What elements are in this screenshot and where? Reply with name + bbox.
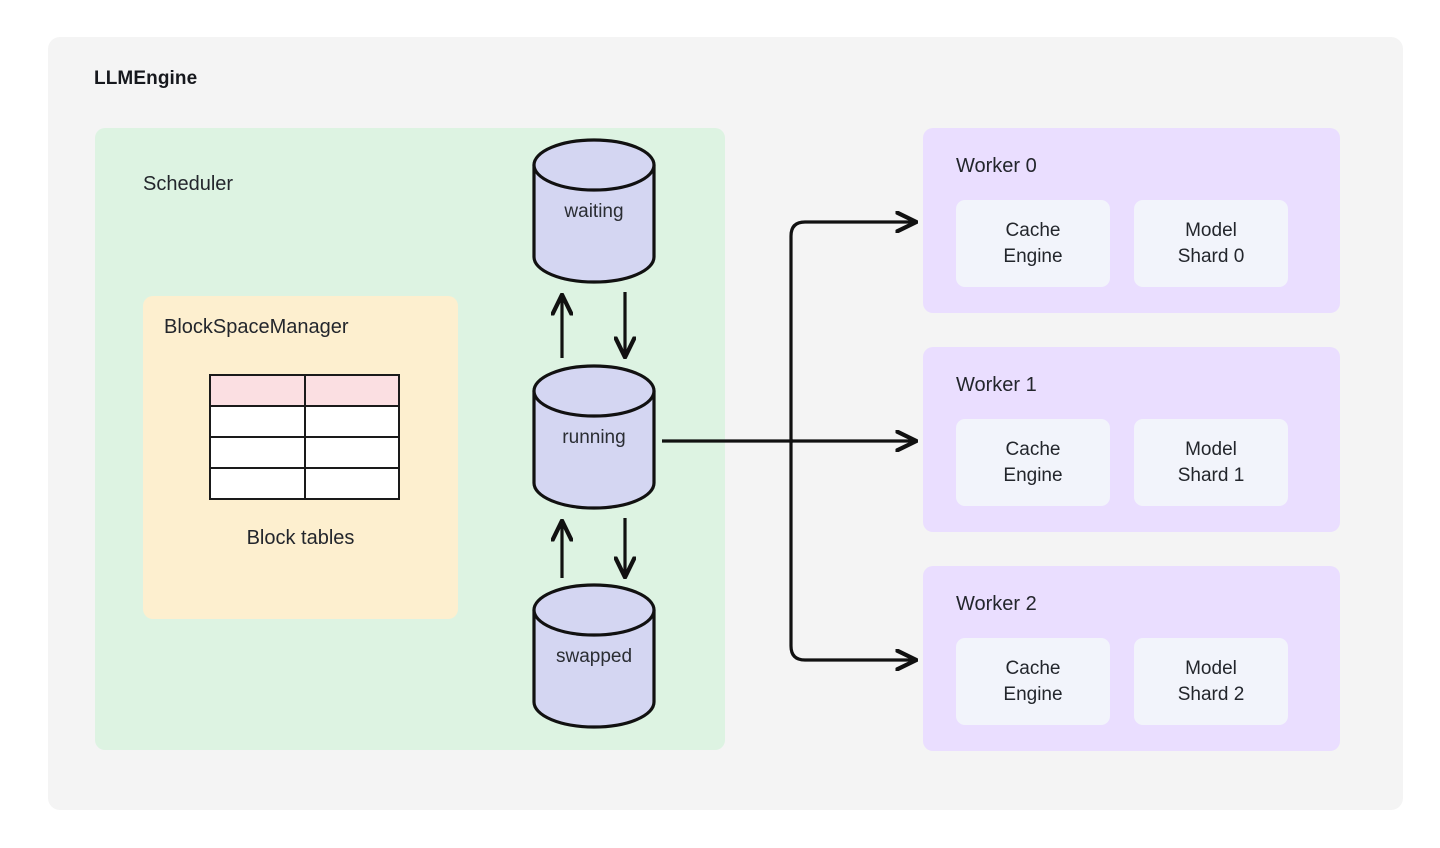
block-tables-grid	[209, 374, 400, 500]
worker-title-1: Worker 1	[956, 374, 1037, 396]
table-cell	[303, 467, 400, 500]
table-cell	[303, 436, 400, 469]
cache-engine-card-1[interactable]: Cache Engine	[956, 419, 1110, 506]
queue-label-swapped: swapped	[555, 646, 633, 667]
queue-label-running: running	[562, 427, 626, 448]
worker-cards-row-1: Cache Engine Model Shard 1	[956, 419, 1288, 506]
queue-cylinder-running: running	[531, 363, 657, 511]
model-shard-card-1[interactable]: Model Shard 1	[1134, 419, 1288, 506]
worker-container-2: Worker 2 Cache Engine Model Shard 2	[923, 566, 1340, 751]
worker-container-0: Worker 0 Cache Engine Model Shard 0	[923, 128, 1340, 313]
scheduler-label: Scheduler	[143, 173, 234, 195]
table-row	[209, 405, 400, 438]
table-cell	[303, 374, 400, 407]
table-row	[209, 467, 400, 500]
table-cell	[303, 405, 400, 438]
cylinder-shape-waiting	[532, 138, 656, 284]
model-shard-card-0[interactable]: Model Shard 0	[1134, 200, 1288, 287]
worker-title-0: Worker 0	[956, 155, 1037, 177]
cylinder-shape-running	[532, 364, 656, 510]
worker-cards-row-2: Cache Engine Model Shard 2	[956, 638, 1288, 725]
table-cell	[209, 436, 306, 469]
block-tables-caption: Block tables	[246, 527, 355, 549]
cylinder-shape-swapped	[532, 583, 656, 729]
page-title: LLMEngine	[94, 68, 198, 89]
worker-cards-row-0: Cache Engine Model Shard 0	[956, 200, 1288, 287]
queue-cylinder-waiting: waiting	[531, 137, 657, 285]
table-cell	[209, 405, 306, 438]
cache-engine-card-0[interactable]: Cache Engine	[956, 200, 1110, 287]
table-cell	[209, 374, 306, 407]
block-space-manager-label: BlockSpaceManager	[164, 316, 349, 338]
table-row	[209, 436, 400, 469]
worker-container-1: Worker 1 Cache Engine Model Shard 1	[923, 347, 1340, 532]
queue-cylinder-swapped: swapped	[531, 582, 657, 730]
model-shard-card-2[interactable]: Model Shard 2	[1134, 638, 1288, 725]
table-cell	[209, 467, 306, 500]
worker-title-2: Worker 2	[956, 593, 1037, 615]
table-row	[209, 374, 400, 407]
queue-label-waiting: waiting	[564, 201, 624, 222]
cache-engine-card-2[interactable]: Cache Engine	[956, 638, 1110, 725]
